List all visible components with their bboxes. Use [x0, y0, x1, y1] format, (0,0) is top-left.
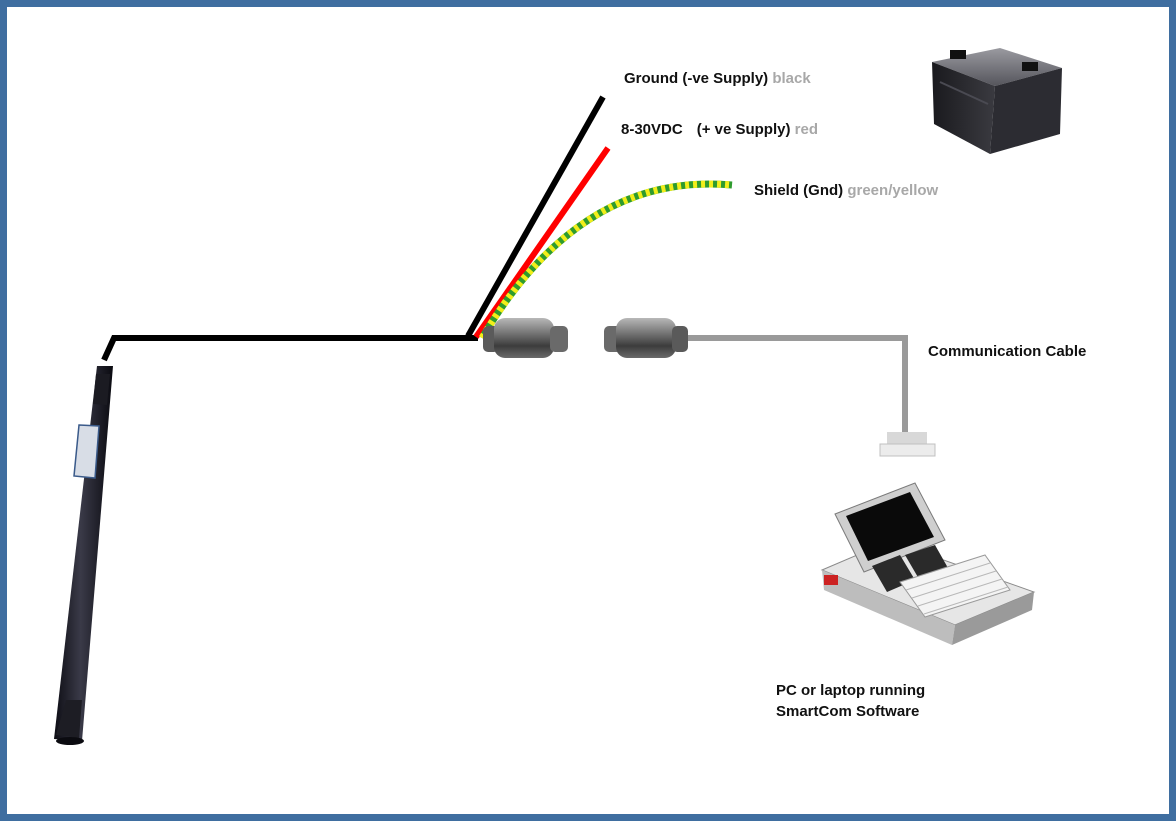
ground-label: Ground (-ve Supply) black — [624, 70, 811, 87]
shield-label-main: Shield (Gnd) — [754, 182, 844, 199]
pc-label-line1: PC or laptop running — [776, 682, 926, 699]
shield-label: Shield (Gnd) green/yellow — [754, 182, 938, 199]
supply-label-voltage: 8-30VDC — [621, 121, 683, 138]
sensor-probe-icon — [54, 366, 113, 745]
communication-cable-label: Communication Cable — [928, 343, 1087, 360]
laptop-icon — [820, 482, 1036, 645]
shield-label-color: green/yellow — [847, 182, 939, 199]
shield-wire — [478, 180, 733, 340]
supply-label: 8-30VDC (+ ve Supply) red — [621, 121, 818, 138]
battery-icon — [932, 48, 1062, 154]
communication-cable — [688, 335, 908, 436]
supply-label-main: (+ ve Supply) — [696, 121, 791, 138]
ground-label-main: Ground (-ve Supply) — [624, 70, 769, 87]
probe-cable — [101, 335, 478, 362]
supply-label-color: red — [794, 121, 818, 138]
connector-icon — [604, 318, 688, 358]
usb-plug-icon — [879, 432, 936, 457]
connector-icon — [483, 318, 568, 358]
pc-label-line2: SmartCom Software — [776, 703, 920, 720]
pc-label: PC or laptop running SmartCom Software — [776, 680, 1036, 722]
ground-wire — [465, 95, 606, 338]
supply-wire — [473, 146, 611, 339]
ground-label-color: black — [772, 70, 811, 87]
